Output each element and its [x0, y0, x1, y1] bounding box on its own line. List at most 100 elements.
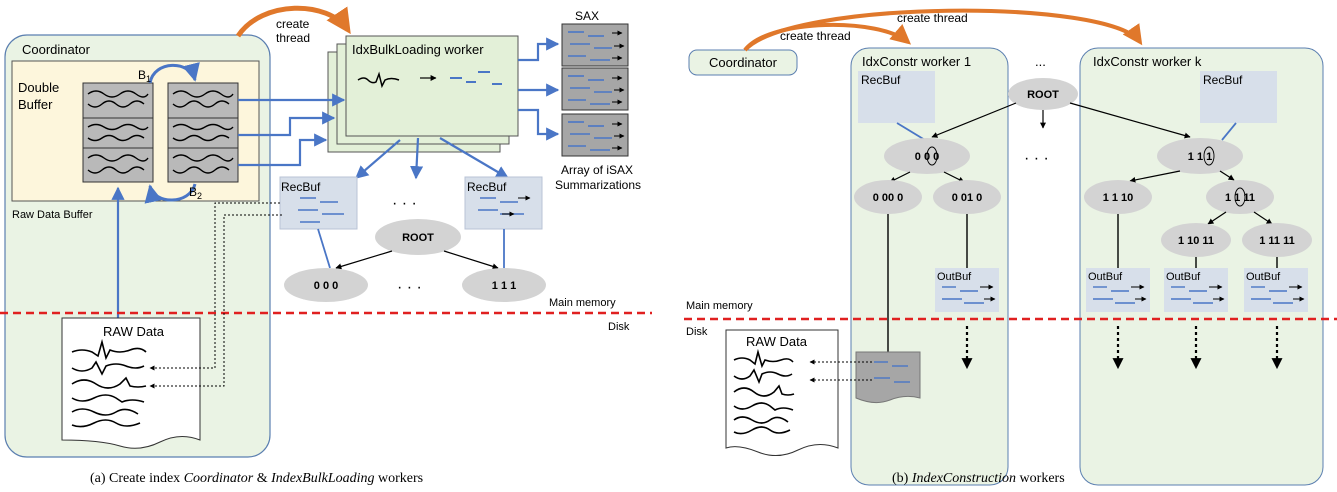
create-thread-label-1: create [276, 17, 310, 31]
disk-label-b: Disk [686, 326, 708, 338]
b2-label: B2 [189, 185, 202, 201]
recbuf-k-link [1221, 122, 1237, 141]
root-node-b [1008, 78, 1078, 110]
dots-header: ... [1035, 54, 1046, 69]
node-11011 [1161, 223, 1231, 257]
outbuf-1-label: OutBuf [937, 271, 972, 283]
b1-label: B1 [138, 68, 151, 84]
create-thread-label-2: thread [276, 31, 310, 45]
outbuf-2 [1086, 268, 1150, 312]
node-11111-label: 1 11 11 [1259, 235, 1295, 247]
buffer-b1 [82, 82, 154, 183]
dots-top: · · · [392, 195, 417, 212]
node-0010-label: 0 01 0 [952, 192, 983, 204]
node-111-label: 1 1 1 [1188, 151, 1212, 163]
worker-title: IdxBulkLoading worker [352, 42, 484, 57]
series-squiggle [172, 166, 230, 174]
dots-middle: · · · [1024, 150, 1049, 167]
buffer-cell [82, 147, 154, 183]
panel-b: Coordinator create thread create thread … [684, 8, 1337, 486]
root-label: ROOT [402, 232, 434, 244]
recbuf-left-leaf-link [317, 228, 331, 269]
raw-data-buffer-label: Raw Data Buffer [12, 209, 93, 221]
double-buffer-label-1: Double [18, 80, 59, 95]
worker-k-title: IdxConstr worker k [1093, 54, 1202, 69]
buffer-cell [82, 117, 154, 149]
node-1111-label: 1 1 11 [1225, 192, 1255, 204]
dots-bottom: · · · [397, 279, 422, 296]
coordinator-title: Coordinator [22, 42, 91, 57]
swap-arrow-top [148, 62, 200, 84]
outbuf-4-label: OutBuf [1246, 271, 1281, 283]
main-memory-label-b: Main memory [686, 300, 753, 312]
main-memory-label: Main memory [549, 297, 616, 309]
raw-series-b [733, 348, 795, 435]
recbuf-1-link [896, 122, 926, 141]
buffer-cell [82, 82, 154, 119]
sax-label: SAX [575, 9, 599, 23]
outbuf-2-label: OutBuf [1088, 271, 1123, 283]
buffer-to-worker-arrows [238, 93, 346, 167]
sax-block [561, 113, 629, 157]
coordinator-pill-label: Coordinator [709, 55, 778, 70]
series-squiggle [172, 90, 234, 98]
buffer-cell [167, 147, 239, 183]
worker-sax-icon [450, 71, 502, 85]
node-0000-label: 0 00 0 [873, 192, 904, 204]
node-1111-bit-highlight [1234, 187, 1246, 207]
recbuf-left-label: RecBuf [281, 180, 321, 194]
series-squiggle [172, 154, 234, 162]
node-11111 [1242, 223, 1312, 257]
node-1110-label: 1 1 10 [1103, 192, 1134, 204]
create-thread-arc [235, 5, 351, 38]
array-summ-label-2: Summarizations [555, 178, 641, 192]
outbuf-3 [1164, 268, 1228, 312]
create-thread-k-label: create thread [897, 11, 968, 25]
recbuf-1-label: RecBuf [861, 73, 901, 87]
series-squiggle [87, 100, 145, 108]
swap-arrow-bottom [144, 183, 197, 204]
series-squiggle [87, 123, 149, 131]
node-111-bit-highlight [1203, 146, 1215, 166]
root-b-label: ROOT [1027, 89, 1059, 101]
node-000-bit-highlight [926, 146, 938, 166]
buffer-cell [167, 117, 239, 149]
worker-1-title: IdxConstr worker 1 [862, 54, 971, 69]
node-1111 [1206, 180, 1274, 214]
root-edges [335, 250, 499, 270]
node-0010 [933, 180, 1001, 214]
node-11011-label: 1 10 11 [1178, 235, 1214, 247]
sax-block [561, 23, 629, 67]
root-node [375, 219, 461, 255]
create-thread-arc-k [743, 8, 1143, 52]
idxbulkloading-worker [345, 35, 519, 137]
leaf-node-111 [462, 268, 546, 302]
idxconstr-worker-k [1079, 47, 1324, 486]
disk-buffer [855, 351, 921, 404]
buffer-cell [167, 82, 239, 119]
coordinator-pill [688, 49, 798, 76]
recbuf-right-label: RecBuf [467, 180, 507, 194]
series-squiggle [87, 90, 149, 98]
recbuf-left [279, 176, 358, 230]
series-squiggle [87, 134, 145, 142]
node-1110 [1084, 180, 1152, 214]
array-summ-label-1: Array of iSAX [561, 163, 633, 177]
outbuf-3-label: OutBuf [1166, 271, 1201, 283]
series-squiggle [87, 166, 145, 174]
raw-data-document [61, 317, 201, 449]
disk-label: Disk [608, 321, 630, 333]
recbuf-worker-1 [858, 71, 935, 123]
caption-b: (b) IndexConstruction workers [892, 471, 1065, 486]
node-111 [1157, 138, 1243, 174]
outbuf-1 [935, 268, 999, 312]
recbuf-k-label: RecBuf [1203, 73, 1243, 87]
worker-series-icon [357, 71, 400, 89]
worker-to-sax-arrows [518, 37, 560, 141]
sax-array [561, 23, 629, 157]
series-squiggle [87, 154, 149, 162]
double-buffer-label-2: Buffer [18, 97, 53, 112]
flush-arrows [961, 326, 1283, 370]
series-squiggle [172, 123, 234, 131]
root-b-edges [931, 102, 1191, 139]
